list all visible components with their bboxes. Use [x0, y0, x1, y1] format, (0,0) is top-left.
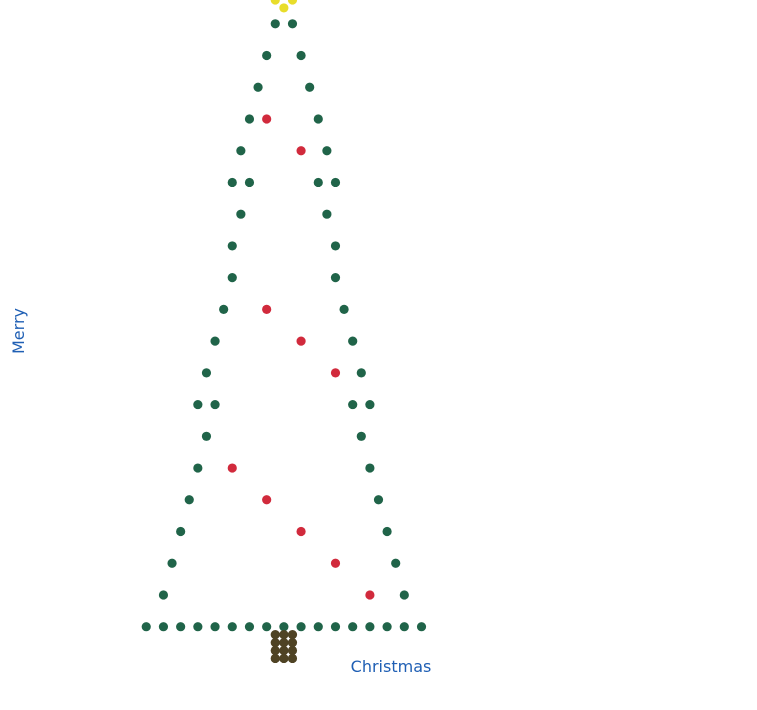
scatter-point-s0-52: [313, 114, 323, 124]
scatter-point-s0-25: [193, 463, 203, 473]
scatter-point-s0-3: [193, 622, 203, 632]
scatter-point-s1-7: [262, 304, 272, 314]
scatter-point-s0-50: [322, 146, 332, 156]
scatter-point-s0-1: [158, 622, 169, 632]
scatter-point-s3-10: [279, 653, 289, 664]
scatter-point-s0-48: [313, 177, 323, 188]
scatter-point-s0-47: [244, 177, 255, 188]
scatter-point-s3-1: [279, 630, 289, 640]
x-axis-label: Christmas: [351, 657, 432, 676]
scatter-point-s0-10: [313, 622, 323, 632]
scatter-point-s3-9: [270, 653, 280, 664]
chart-marks: [141, 0, 427, 664]
y-axis-label: Merry: [9, 308, 28, 354]
scatter-point-s3-4: [279, 637, 289, 648]
scatter-point-s0-29: [193, 399, 203, 410]
scatter-point-s0-56: [296, 50, 306, 61]
scatter-point-s0-28: [356, 431, 366, 441]
scatter-point-s0-6: [244, 622, 255, 632]
scatter-point-s2-5: [270, 0, 280, 5]
scatter-point-s1-8: [296, 146, 306, 156]
scatter-point-s0-35: [210, 336, 220, 346]
scatter-point-s0-8: [279, 622, 289, 632]
scatter-point-s0-39: [227, 273, 237, 283]
scatter-point-s3-11: [287, 653, 298, 664]
scatter-point-s0-38: [339, 304, 349, 314]
scatter-point-s0-12: [348, 622, 358, 632]
scatter-point-s3-0: [270, 630, 280, 640]
scatter-point-s0-40: [330, 273, 341, 283]
scatter-point-s0-33: [201, 368, 212, 378]
scatter-point-s0-7: [262, 622, 272, 632]
scatter-point-s0-16: [416, 622, 427, 632]
scatter-point-s0-18: [399, 590, 409, 600]
scatter-point-s2-0: [279, 3, 289, 13]
scatter-point-s2-3: [287, 0, 298, 5]
scatter-point-s3-5: [287, 637, 298, 648]
scatter-point-s0-11: [330, 622, 341, 632]
scatter-point-s0-15: [399, 622, 409, 632]
scatter-point-s0-21: [176, 526, 186, 537]
scatter-point-s0-51: [244, 114, 255, 124]
scatter-point-s0-49: [236, 146, 246, 156]
scatter-point-s0-0: [141, 622, 151, 632]
scatter-point-s0-14: [382, 622, 392, 632]
scatter-point-s1-4: [227, 463, 237, 473]
scatter-point-s0-36: [348, 336, 358, 346]
scatter-point-s0-37: [219, 304, 229, 314]
scatter-point-s1-0: [365, 590, 375, 600]
scatter-point-s3-2: [287, 630, 298, 640]
scatter-point-s0-43: [236, 209, 246, 219]
scatter-point-s0-32: [348, 399, 358, 410]
scatter-point-s0-22: [382, 526, 392, 537]
scatter-point-s0-57: [270, 19, 280, 29]
scatter-point-s0-31: [210, 399, 220, 410]
scatter-point-s0-17: [158, 590, 169, 600]
scatter-point-s1-6: [296, 336, 306, 346]
scatter-point-s0-54: [305, 82, 315, 92]
scatter-point-s0-24: [373, 495, 384, 505]
scatter-point-s0-55: [262, 50, 272, 61]
scatter-point-s0-5: [227, 622, 237, 632]
scatter-point-s3-3: [270, 637, 280, 648]
scatter-point-s0-58: [287, 19, 298, 29]
scatter-point-s0-20: [391, 558, 401, 568]
scatter-point-s1-5: [330, 368, 341, 378]
scatter-point-s1-1: [330, 558, 341, 568]
scatter-point-s3-8: [287, 645, 298, 656]
scatter-point-s0-30: [365, 399, 375, 410]
scatter-point-s1-3: [262, 495, 272, 505]
scatter-point-s0-46: [330, 177, 341, 188]
scatter-point-s0-27: [201, 431, 212, 441]
scatter-point-s0-42: [330, 241, 341, 251]
scatter-point-s0-23: [184, 495, 194, 505]
scatter-point-s3-7: [279, 645, 289, 656]
scatter-point-s1-9: [262, 114, 272, 124]
scatter-point-s1-2: [296, 526, 306, 537]
scatter-point-s0-13: [365, 622, 375, 632]
scatter-point-s0-53: [253, 82, 263, 92]
scatter-point-s0-2: [176, 622, 186, 632]
scatter-point-s0-45: [227, 177, 237, 188]
scatter-point-s0-9: [296, 622, 306, 632]
scatter-point-s3-6: [270, 645, 280, 656]
scatter-point-s0-34: [356, 368, 366, 378]
scatter-point-s0-44: [322, 209, 332, 219]
scatter-point-s0-26: [365, 463, 375, 473]
scatter-point-s0-41: [227, 241, 237, 251]
scatter-point-s0-19: [167, 558, 177, 568]
scatter-point-s0-4: [210, 622, 220, 632]
